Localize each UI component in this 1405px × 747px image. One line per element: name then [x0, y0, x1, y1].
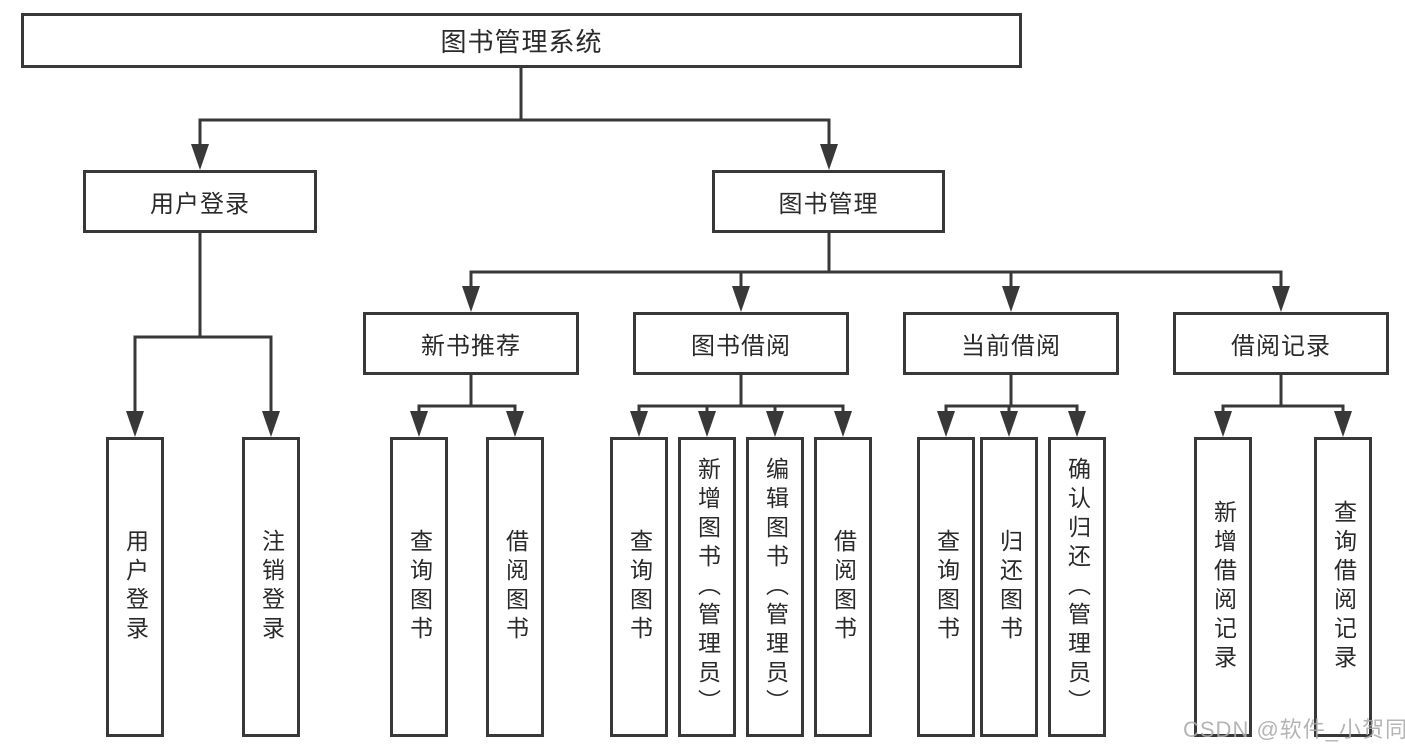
arrowhead-down [1000, 411, 1018, 437]
node-label: 图书管理系统 [440, 27, 603, 57]
leaf-query-borrow-record: 查询借阅记录 [1314, 437, 1372, 737]
leaf-query-books-recommend: 查询图书 [390, 437, 448, 737]
arrowhead-down [937, 411, 955, 437]
leaf-borrow-books: 借阅图书 [814, 437, 872, 737]
leaf-confirm-return-admin: 确认归还（管理员） [1048, 437, 1106, 737]
node-borrow-records: 借阅记录 [1173, 312, 1389, 375]
arrowhead-down [262, 411, 280, 437]
wire-current-borrow-children [944, 373, 1079, 417]
arrowhead-down [126, 411, 144, 437]
wire-user-login-children [133, 231, 273, 417]
node-label: 当前借阅 [961, 333, 1061, 360]
wire-root-to-branches [198, 66, 831, 150]
node-user-login: 用户登录 [83, 170, 317, 233]
node-label: 借阅记录 [1231, 333, 1331, 360]
arrowhead-down [820, 144, 838, 170]
leaf-borrow-books-recommend: 借阅图书 [486, 437, 544, 737]
leaf-add-borrow-record: 新增借阅记录 [1194, 437, 1252, 737]
arrowhead-down [1214, 411, 1232, 437]
node-label: 确认归还（管理员） [1064, 456, 1091, 718]
arrowhead-down [1334, 411, 1352, 437]
leaf-logout-login: 注销登录 [242, 437, 300, 737]
node-book-management: 图书管理 [712, 170, 945, 233]
node-label: 归还图书 [996, 529, 1023, 645]
node-label: 新增借阅记录 [1210, 500, 1237, 674]
node-library-system: 图书管理系统 [21, 13, 1022, 68]
arrowhead-down [766, 411, 784, 437]
arrowhead-down [506, 411, 524, 437]
leaf-return-books: 归还图书 [980, 437, 1038, 737]
node-label: 借阅图书 [830, 529, 857, 645]
node-new-book-recommend: 新书推荐 [363, 312, 579, 375]
node-book-borrow: 图书借阅 [633, 312, 849, 375]
node-label: 新增图书（管理员） [694, 456, 721, 718]
node-label: 借阅图书 [502, 529, 529, 645]
node-label: 查询图书 [626, 529, 653, 645]
node-label: 图书借阅 [691, 333, 791, 360]
arrowhead-down [1272, 286, 1290, 312]
arrowhead-down [630, 411, 648, 437]
node-label: 注销登录 [258, 529, 285, 645]
watermark: CSDN @软件_小贺同学 [1183, 717, 1405, 742]
wire-book-management-children [469, 231, 1283, 292]
leaf-add-books-admin: 新增图书（管理员） [678, 437, 736, 737]
node-label: 查询图书 [406, 529, 433, 645]
node-label: 用户登录 [150, 191, 250, 218]
arrowhead-down [410, 411, 428, 437]
arrowhead-down [1002, 286, 1020, 312]
node-label: 编辑图书（管理员） [762, 456, 789, 718]
leaf-edit-books-admin: 编辑图书（管理员） [746, 437, 804, 737]
arrowhead-down [1068, 411, 1086, 437]
arrowhead-down [462, 286, 480, 312]
leaf-user-login: 用户登录 [106, 437, 164, 737]
leaf-query-books-current: 查询图书 [917, 437, 975, 737]
node-current-borrow: 当前借阅 [903, 312, 1119, 375]
arrowhead-down [834, 411, 852, 437]
node-label: 新书推荐 [421, 333, 521, 360]
wire-borrow-record-children [1221, 373, 1345, 417]
node-label: 用户登录 [122, 529, 149, 645]
node-label: 查询借阅记录 [1330, 500, 1357, 674]
leaf-query-books-borrow: 查询图书 [610, 437, 668, 737]
arrowhead-down [732, 286, 750, 312]
node-label: 图书管理 [778, 191, 879, 218]
wire-book-borrow-children [637, 373, 845, 417]
arrowhead-down [698, 411, 716, 437]
node-label: 查询图书 [933, 529, 960, 645]
wire-new-book-children [417, 373, 517, 417]
arrowhead-down [191, 144, 209, 170]
